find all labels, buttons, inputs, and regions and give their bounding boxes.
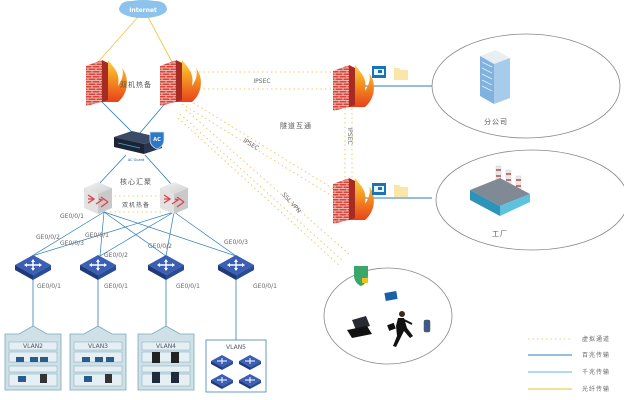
laptop-icon (347, 316, 372, 338)
ipsec-diagonal-label: IPSEC (242, 137, 260, 152)
remote-site-links (360, 85, 432, 199)
factory-site: 工厂 (435, 149, 624, 251)
mobile-users-site (323, 266, 453, 365)
branch-office-site: 分公司 (431, 33, 621, 139)
port-label: GE0/0/1 (104, 283, 128, 290)
firewall-factory-icon (333, 178, 374, 224)
port-labels: GE0/0/1 GE0/0/2 GE0/0/1 GE0/0/3 GE0/0/2 … (36, 213, 277, 290)
port-label: GE0/0/1 (176, 283, 200, 290)
port-label: GE0/0/1 (253, 283, 277, 290)
core-ha-label: 双机热备 (122, 201, 150, 209)
ac-badge: AC (153, 137, 161, 143)
legend-item-1000m: 千兆传输 (528, 368, 610, 376)
firewall-ha-label: 双机热备 (120, 80, 152, 89)
core-switch-left-icon (83, 181, 113, 215)
port-label: GE0/0/1 (60, 213, 84, 220)
port-label: GE0/0/2 (148, 243, 172, 250)
legend: 虚拟通道 百兆传输 千兆传输 光纤传输 (528, 335, 610, 393)
ac-to-core-links (97, 154, 173, 186)
ac-appliance-icon: AC (114, 131, 165, 154)
port-label: GE0/0/2 (36, 234, 60, 241)
access-switch-1-icon (14, 254, 52, 281)
phone-icon (423, 319, 431, 333)
internet-label: Internet (129, 7, 157, 14)
port-label: GE0/0/1 (37, 283, 61, 290)
core-switch-right-icon (159, 181, 189, 215)
access-to-vlan-links (32, 275, 237, 340)
server-folder-icons-factory (372, 183, 408, 197)
internet-cloud: Internet (119, 0, 167, 18)
port-label: GE0/0/3 (60, 240, 84, 247)
core-to-access-links (31, 211, 237, 257)
firewall-right-icon (160, 60, 201, 106)
vlan-label: VLAN2 (23, 343, 43, 350)
ipsec-horizontal-label: IPSEC (253, 78, 270, 85)
vlan5-group: VLAN5 (205, 339, 267, 393)
vpn-tunnels (88, 71, 353, 267)
branch-label: 分公司 (484, 117, 508, 126)
ac-label: AC Guard (128, 158, 145, 162)
factory-label: 工厂 (492, 230, 508, 238)
vlan-label: VLAN5 (226, 344, 246, 351)
vlan2-group: VLAN2 (4, 325, 62, 391)
legend-label: 光纤传输 (582, 385, 610, 393)
port-label: GE0/0/3 (224, 239, 248, 246)
access-switch-3-icon (147, 254, 185, 281)
tunnel-label: 隧道互通 (280, 121, 312, 130)
vlan-label: VLAN4 (156, 343, 176, 350)
legend-item-virtual-channel: 虚拟通道 (528, 335, 610, 343)
vlan3-group: VLAN3 (69, 325, 127, 391)
ipsec-vertical-label: IPSEC (346, 127, 353, 144)
access-switch-4-icon (217, 254, 255, 281)
legend-label: 千兆传输 (582, 368, 610, 376)
vlan4-group: VLAN4 (137, 325, 195, 391)
office-building-icon (480, 50, 510, 104)
firewall-branch-icon (333, 65, 374, 111)
port-label: GE0/0/1 (85, 232, 109, 239)
vlan-label: VLAN3 (88, 343, 108, 350)
server-folder-icons-branch (372, 66, 408, 80)
lock-icon (362, 278, 368, 283)
legend-label: 百兆传输 (582, 351, 610, 359)
core-label: 核心汇聚 (120, 177, 152, 186)
legend-label: 虚拟通道 (582, 335, 610, 343)
port-label: GE0/0/2 (104, 252, 128, 259)
tablet-icon (384, 291, 398, 301)
sslvpn-label: SSL VPN (280, 191, 302, 214)
vlan-building-icon (137, 325, 195, 391)
internet-uplinks (97, 16, 173, 63)
legend-item-100m: 百兆传输 (528, 351, 610, 359)
businessman-icon (387, 311, 413, 347)
legend-item-fiber: 光纤传输 (528, 385, 610, 393)
factory-icon (470, 165, 530, 216)
